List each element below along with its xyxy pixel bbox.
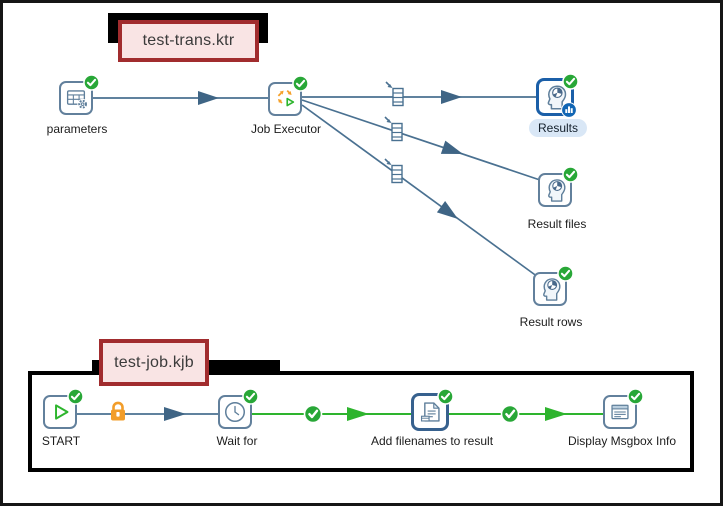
hop-addfilenames-displaymsgbox[interactable] [447,404,604,424]
step-label-result-files: Result files [527,217,587,231]
success-check-icon [500,404,520,424]
entry-label-display-msgbox: Display Msgbox Info [567,434,677,448]
start-play-icon [55,404,69,420]
hop-jobexecutor-resultrows[interactable] [301,104,539,278]
job-file-label-text: test-job.kjb [114,353,194,371]
success-check-icon [292,75,309,92]
msgbox-icon [611,404,629,420]
step-label-results: Results [528,119,588,137]
write-to-log-icon [547,85,567,110]
success-check-icon [303,404,323,424]
hop-arrow-icon [198,91,219,105]
entry-start[interactable] [43,388,84,429]
entry-add-filenames[interactable] [411,388,454,431]
trans-file-label-text: test-trans.ktr [142,32,235,49]
job-file-label: test-job.kjb [99,339,209,386]
step-result-rows[interactable] [533,265,574,306]
write-to-log-icon [543,278,561,301]
step-job-executor[interactable] [268,75,309,116]
hop-arrow-icon [347,407,369,421]
success-check-icon [557,265,574,282]
hop-jobexecutor-resultfiles[interactable] [301,99,541,181]
add-filenames-icon [420,402,440,422]
copy-rows-icon [385,81,404,107]
data-grid-icon [66,90,88,110]
success-check-icon [627,388,644,405]
success-check-icon [242,388,259,405]
copy-rows-icon [384,158,403,184]
hop-arrow-icon [545,407,567,421]
success-check-icon [437,388,454,405]
trans-file-label: test-trans.ktr [118,20,259,62]
success-check-icon [562,73,579,90]
copy-rows-icon [384,116,403,142]
success-check-icon [562,166,579,183]
hop-arrow-icon [441,90,462,104]
metrics-badge-icon [561,102,577,118]
hop-arrow-icon [164,407,186,421]
step-label-job-executor: Job Executor [250,122,322,136]
hop-jobexecutor-results[interactable] [302,81,536,107]
step-result-files[interactable] [538,166,579,207]
entry-wait-for[interactable] [218,388,259,429]
hop-parameters-jobexecutor[interactable] [93,91,268,105]
write-to-log-icon [548,179,566,202]
lock-icon [111,401,125,421]
entry-display-msgbox[interactable] [603,388,644,429]
success-check-icon [67,388,84,405]
entry-label-start: START [41,434,81,448]
success-check-icon [83,74,100,91]
hops-overlay [77,81,604,424]
hop-arrow-icon [436,200,458,219]
job-container-box [28,371,694,472]
step-label-result-rows: Result rows [519,315,583,329]
hop-waitfor-addfilenames[interactable] [252,404,411,424]
step-parameters[interactable] [59,74,100,115]
step-results[interactable] [536,73,579,118]
job-executor-icon [277,89,295,107]
step-label-parameters: parameters [46,122,108,136]
entry-label-wait-for: Wait for [216,434,258,448]
entry-label-add-filenames: Add filenames to result [370,434,494,448]
hop-arrow-icon [440,140,463,154]
clock-icon [224,401,246,423]
hop-start-waitfor[interactable] [77,401,218,421]
